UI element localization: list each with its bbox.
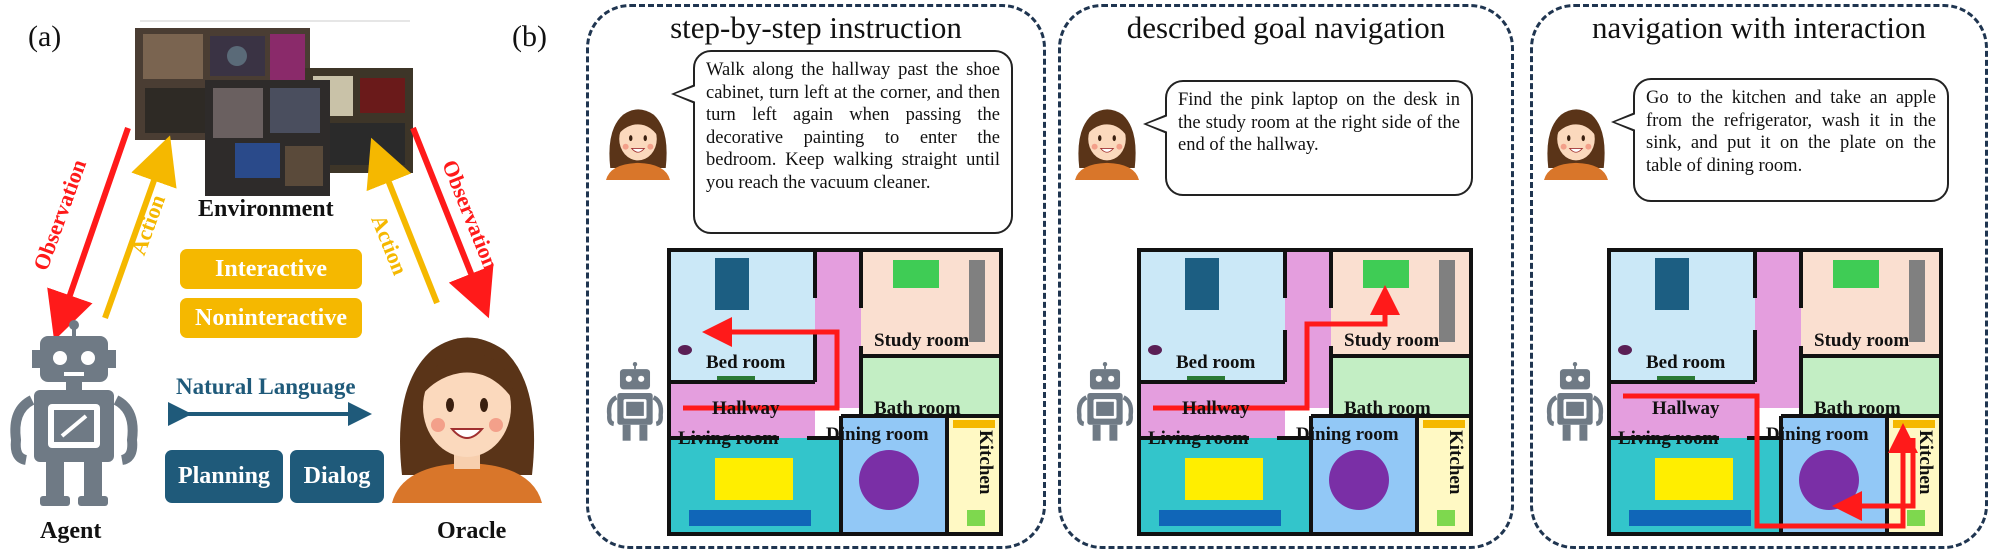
oracle-label: Oracle: [437, 518, 507, 544]
task-title-1: step-by-step instruction: [670, 10, 962, 45]
room-label-bed: Bed room: [1646, 352, 1726, 373]
robot-icon: [1074, 362, 1136, 446]
floor-plan-3: [1607, 248, 1943, 536]
robot-icon: [604, 362, 666, 446]
room-label-living: Living room: [1148, 428, 1249, 449]
room-label-bath: Bath room: [874, 398, 961, 419]
environment-label: Environment: [198, 196, 334, 222]
oracle-avatar-icon: [1544, 100, 1608, 184]
room-label-bath: Bath room: [1814, 398, 1901, 419]
room-label-study: Study room: [1814, 330, 1910, 351]
oracle-avatar-icon: [1075, 100, 1139, 184]
planning-badge: Planning: [165, 450, 283, 503]
noninteractive-badge: Noninteractive: [180, 298, 362, 338]
room-label-bath: Bath room: [1344, 398, 1431, 419]
room-label-dining: Dining room: [1296, 424, 1399, 445]
oracle-woman-icon: [392, 325, 542, 503]
task-panel-2: [1058, 4, 1514, 549]
oracle-avatar-icon: [606, 100, 670, 184]
room-label-study: Study room: [874, 330, 970, 351]
room-label-kitchen: Kitchen: [1915, 430, 1936, 495]
robot-icon: [4, 320, 144, 510]
room-label-hallway: Hallway: [1652, 398, 1720, 419]
floor-plan-1: [667, 248, 1003, 536]
room-label-kitchen: Kitchen: [975, 430, 996, 495]
task-title-3: navigation with interaction: [1591, 10, 1927, 45]
room-label-dining: Dining room: [826, 424, 929, 445]
robot-icon: [1544, 362, 1606, 446]
instruction-bubble-2: Find the pink laptop on the desk in the …: [1143, 80, 1473, 196]
natural-language-label: Natural Language: [176, 374, 356, 399]
panel-b-label: (b): [512, 20, 547, 53]
room-label-bed: Bed room: [1176, 352, 1256, 373]
room-label-living: Living room: [678, 428, 779, 449]
room-label-bed: Bed room: [706, 352, 786, 373]
room-label-living: Living room: [1618, 428, 1719, 449]
panel-a-label: (a): [28, 20, 62, 53]
room-label-hallway: Hallway: [1182, 398, 1250, 419]
room-label-dining: Dining room: [1766, 424, 1869, 445]
instruction-bubble-1: Walk along the hallway past the shoe cab…: [671, 50, 1013, 234]
task-panel-1: [586, 4, 1046, 549]
room-label-hallway: Hallway: [712, 398, 780, 419]
panel-a-arrows: [47, 126, 494, 426]
task-title-2: described goal navigation: [1126, 10, 1446, 45]
dialog-badge: Dialog: [290, 450, 384, 503]
task-panel-3: [1530, 4, 1988, 549]
environment-image: [135, 18, 415, 198]
floor-plan-2: [1137, 248, 1473, 536]
agent-label: Agent: [40, 518, 102, 544]
room-label-kitchen: Kitchen: [1445, 430, 1466, 495]
room-label-study: Study room: [1344, 330, 1440, 351]
interactive-badge: Interactive: [180, 249, 362, 289]
instruction-bubble-3: Go to the kitchen and take an apple from…: [1611, 78, 1949, 202]
